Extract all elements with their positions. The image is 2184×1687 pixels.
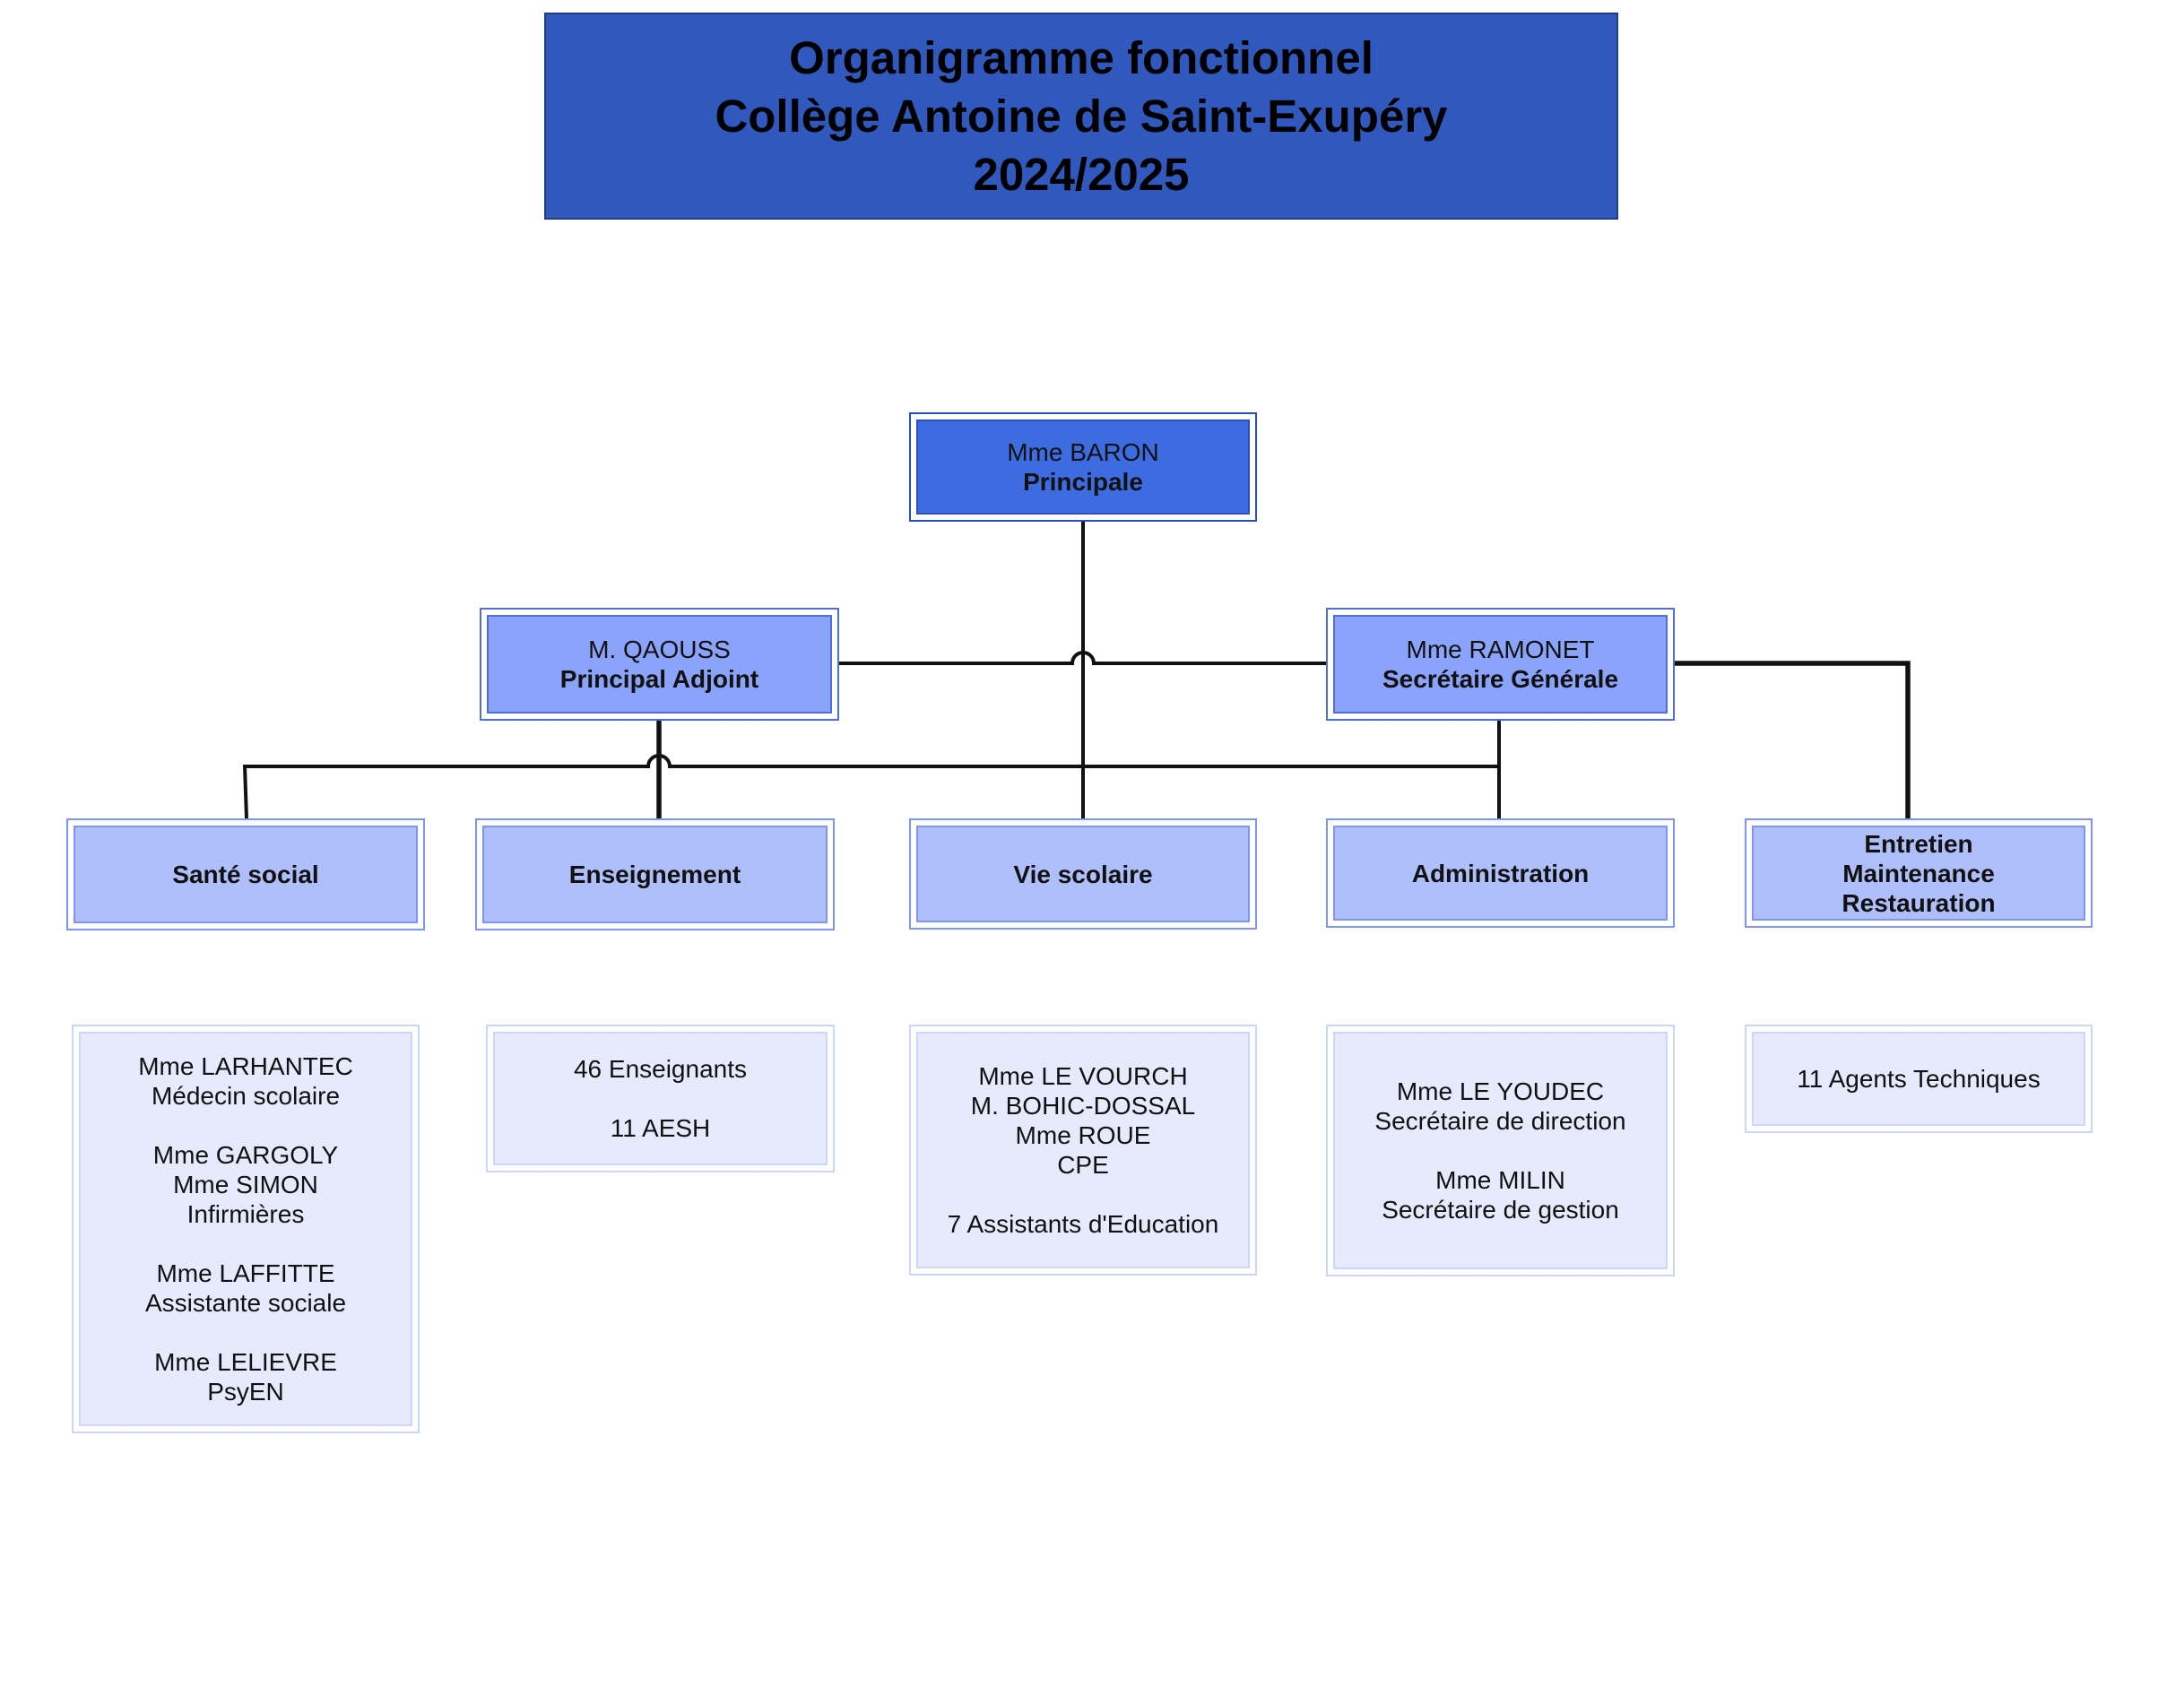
staff-list-entretien: 11 Agents Techniques xyxy=(1752,1032,2085,1126)
dept-label-administration: Administration xyxy=(1411,859,1590,887)
dept-label-sante: Santé social xyxy=(172,861,319,888)
staff-line: Médecin scolaire xyxy=(151,1082,341,1110)
dept-vie-scolaire: Vie scolaire xyxy=(909,818,1257,930)
dept-label-maintenance: Maintenance xyxy=(1842,859,1995,887)
staff-line: PsyEN xyxy=(207,1378,284,1406)
node-principal-adjoint: M. QAOUSS Principal Adjoint xyxy=(480,608,839,721)
staff-line: Mme LE YOUDEC xyxy=(1396,1077,1605,1105)
staff-line: Mme LE VOURCH xyxy=(978,1062,1188,1090)
connector-adjoint-to-secretaire xyxy=(838,651,1328,665)
dept-label-restauration: Restauration xyxy=(1842,888,1996,917)
staff-line: Infirmières xyxy=(186,1200,305,1228)
node-secretaire-generale: Mme RAMONET Secrétaire Générale xyxy=(1326,608,1675,721)
staff-line: 11 AESH xyxy=(610,1114,711,1142)
node-principal: Mme BARON Principale xyxy=(909,412,1257,522)
principal-role: Principale xyxy=(1023,468,1143,496)
secretaire-role: Secrétaire Générale xyxy=(1382,665,1619,693)
secretaire-name: Mme RAMONET xyxy=(1406,636,1595,663)
principal-name: Mme BARON xyxy=(1007,438,1159,466)
adjoint-name: M. QAOUSS xyxy=(588,636,731,663)
title-line-3: 2024/2025 xyxy=(973,149,1190,200)
dept-sante-social: Santé social xyxy=(66,818,425,930)
staff-line: CPE xyxy=(1057,1151,1109,1179)
staff-line: Mme SIMON xyxy=(173,1171,318,1198)
staff-entretien: 11 Agents Techniques xyxy=(1745,1025,2093,1133)
title-line-1: Organigramme fonctionnel xyxy=(789,32,1374,83)
staff-enseignement: 46 Enseignants 11 AESH xyxy=(486,1025,835,1172)
staff-list-enseignement: 46 Enseignants 11 AESH xyxy=(493,1032,828,1165)
dept-label-vie-scolaire: Vie scolaire xyxy=(1013,860,1153,888)
dept-label-enseignement: Enseignement xyxy=(568,861,741,888)
staff-line: Assistante sociale xyxy=(144,1289,347,1317)
connector-secretaire-to-entretien xyxy=(1672,661,1911,818)
staff-line: Secrétaire de gestion xyxy=(1382,1196,1619,1224)
chart-title: Organigramme fonctionnel Collège Antoine… xyxy=(544,13,1618,220)
dept-administration: Administration xyxy=(1326,818,1675,928)
connector-sante-bus xyxy=(242,754,1499,819)
dept-entretien-maintenance-restauration: Entretien Maintenance Restauration xyxy=(1745,818,2093,928)
staff-line: 11 Agents Techniques xyxy=(1797,1065,2041,1093)
staff-line: M. BOHIC-DOSSAL xyxy=(970,1092,1196,1120)
staff-line: 46 Enseignants xyxy=(573,1055,748,1083)
staff-line: Mme MILIN xyxy=(1435,1166,1565,1194)
dept-enseignement: Enseignement xyxy=(475,818,835,930)
staff-line: 7 Assistants d'Education xyxy=(947,1210,1219,1238)
staff-line: Mme ROUE xyxy=(1015,1121,1151,1149)
title-line-2: Collège Antoine de Saint-Exupéry xyxy=(715,91,1448,142)
staff-line: Mme GARGOLY xyxy=(152,1141,339,1169)
dept-label-entretien: Entretien xyxy=(1864,829,1973,858)
staff-line: Mme LARHANTEC xyxy=(138,1052,353,1080)
staff-line: Secrétaire de direction xyxy=(1374,1107,1626,1135)
staff-line: Mme LAFFITTE xyxy=(156,1259,335,1287)
adjoint-role: Principal Adjoint xyxy=(559,665,759,693)
staff-line: Mme LELIEVRE xyxy=(154,1348,337,1376)
